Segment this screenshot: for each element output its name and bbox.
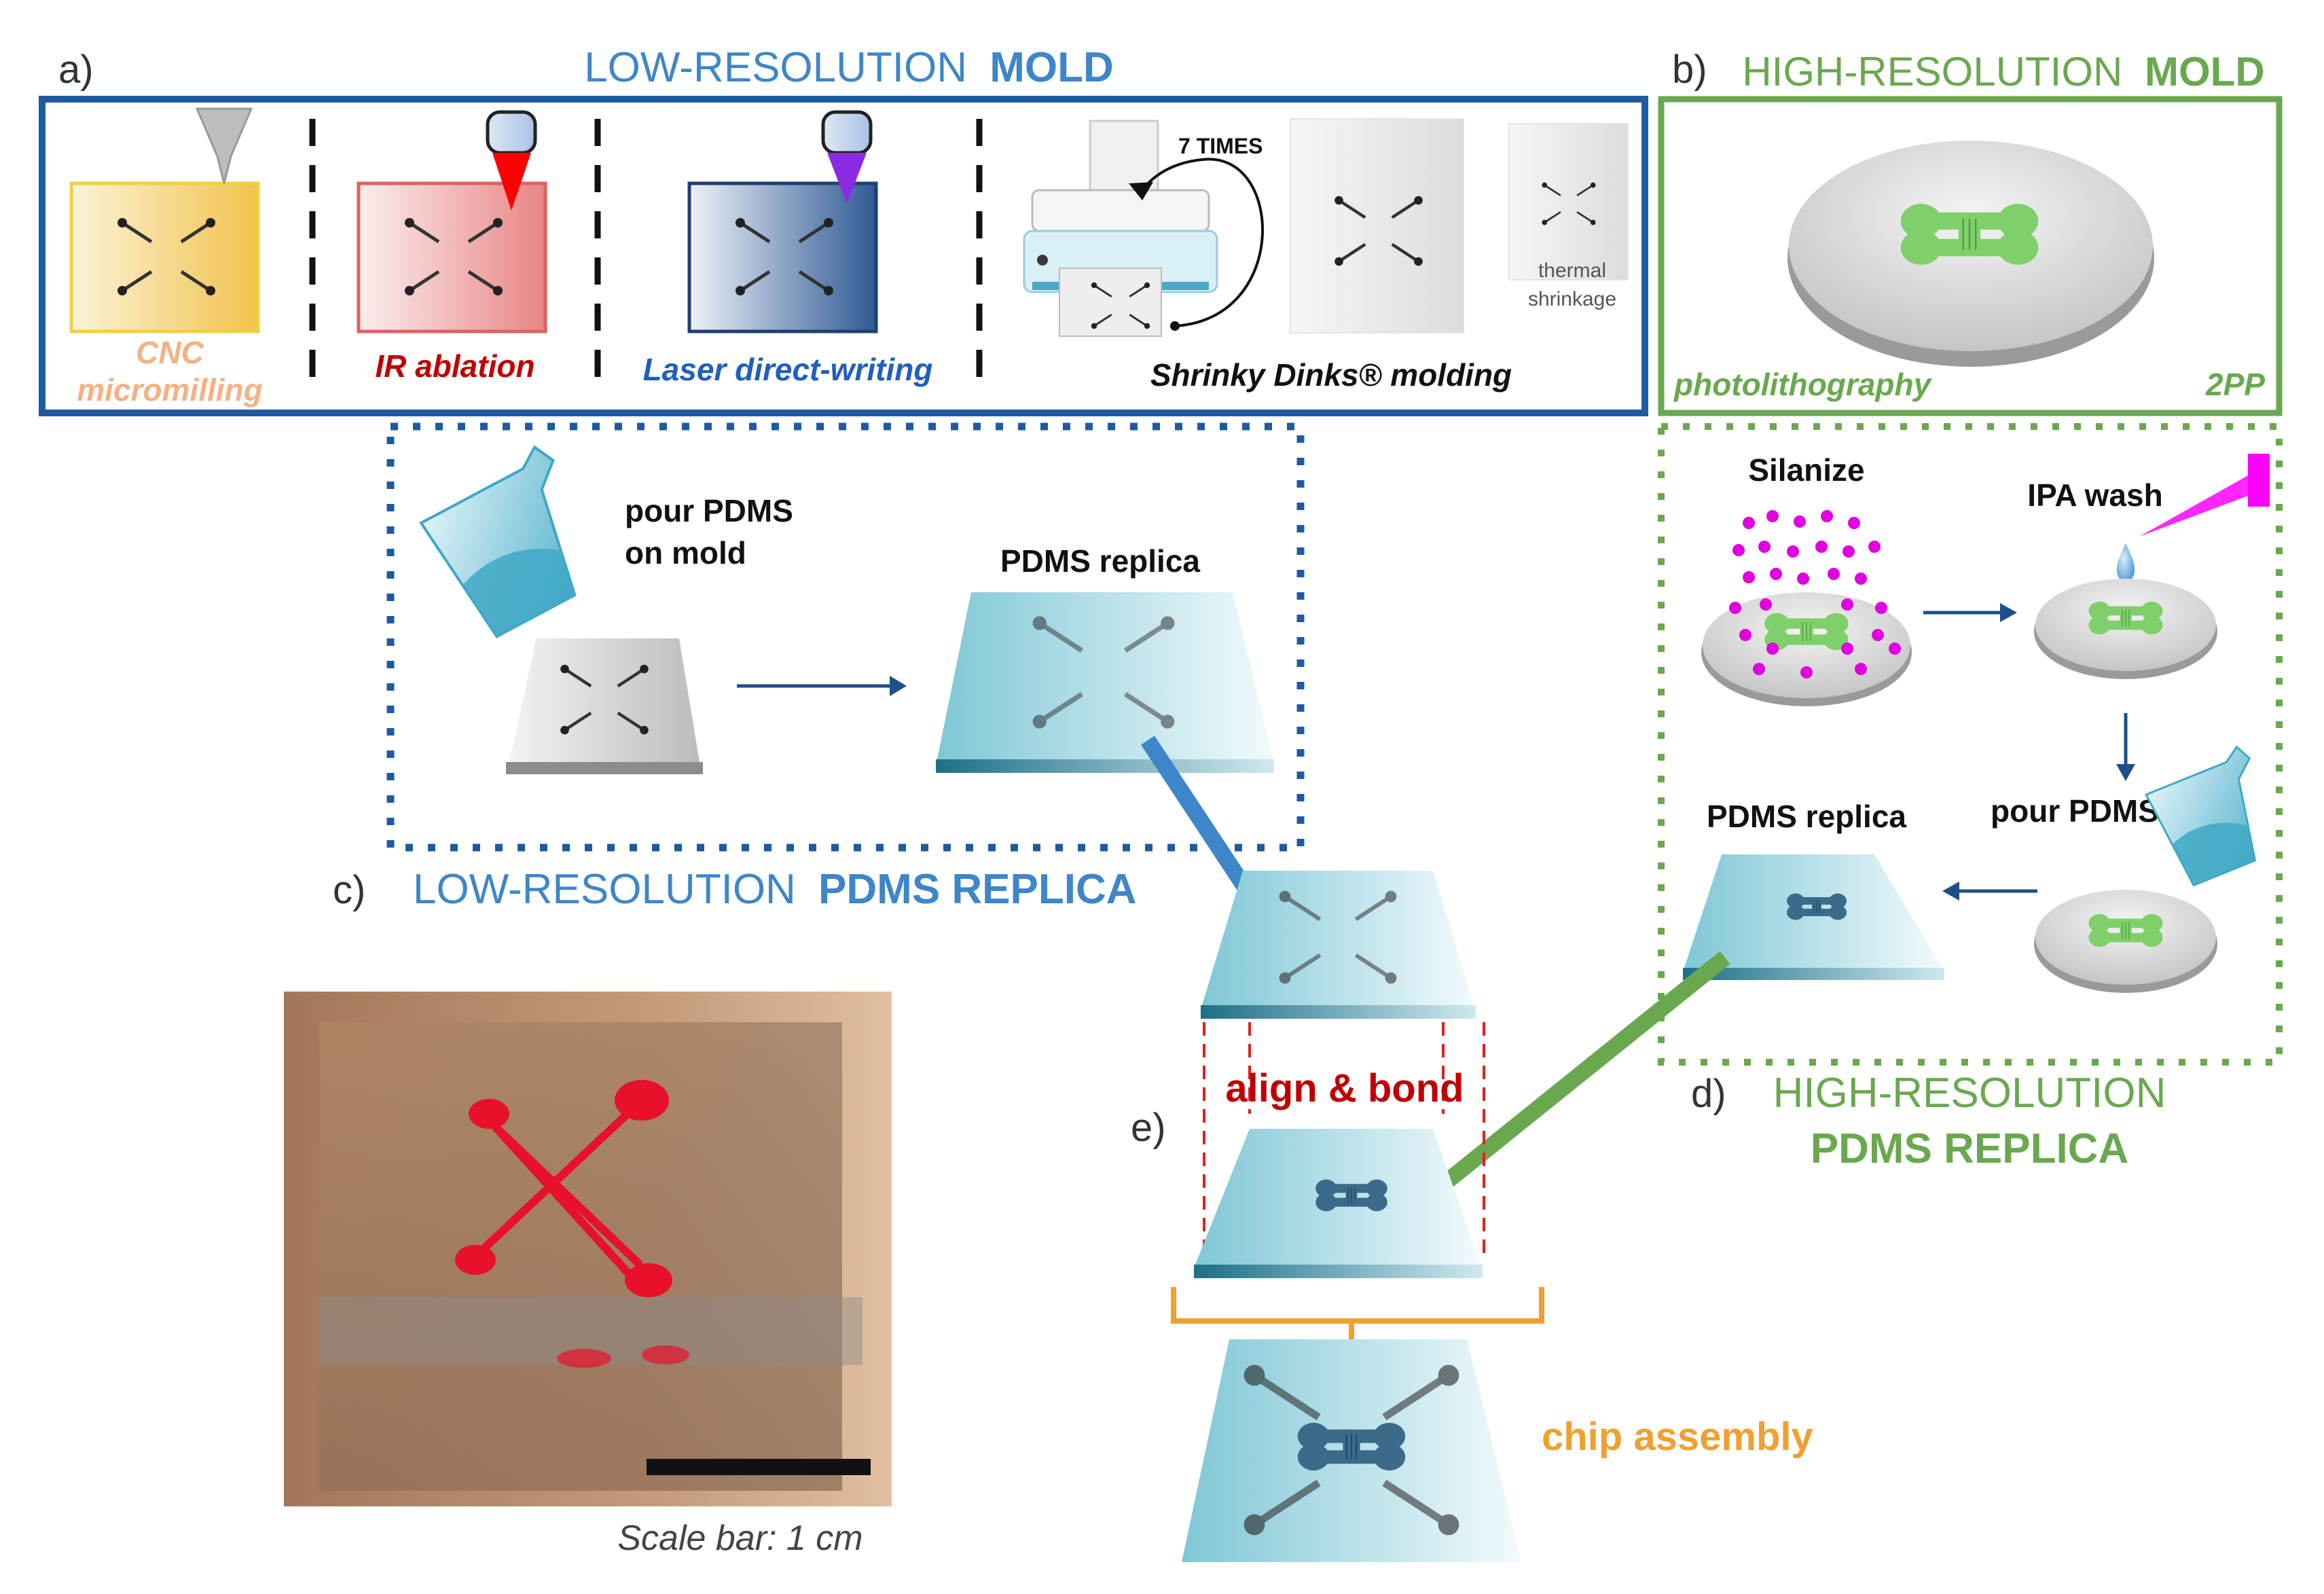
scale-bar-label: Scale bar: 1 cm	[617, 1519, 863, 1558]
panel-b-title-bold: MOLD	[2145, 49, 2265, 94]
panel-b-title: HIGH-RESOLUTION MOLD	[1742, 49, 2264, 94]
panel-b: b) HIGH-RESOLUTION MOLD photolithography…	[1658, 48, 2283, 416]
chip-assembly-label: chip assembly	[1542, 1415, 1813, 1459]
printer-icon	[1023, 120, 1218, 337]
low-res-replica	[936, 592, 1274, 773]
panel-b-letter: b)	[1672, 48, 1707, 92]
panel-c-title-bold: PDMS REPLICA	[818, 866, 1136, 913]
panel-b-frame	[1658, 96, 2283, 416]
top-replica	[1201, 871, 1476, 1019]
pour-label-line2: on mold	[625, 535, 746, 570]
ir-beam-icon	[492, 153, 531, 211]
thermal-label-line1: thermal	[1538, 259, 1606, 282]
2pp-label: 2PP	[2205, 367, 2265, 402]
panel-a-frame	[39, 96, 1648, 416]
panel-d-title-bold: PDMS REPLICA	[1811, 1125, 2128, 1172]
mill-tool-icon	[195, 107, 253, 184]
panel-a-title-light: LOW-RESOLUTION	[584, 44, 967, 91]
repeat-arrow	[1140, 158, 1264, 327]
repeat-arrowhead	[1129, 182, 1153, 200]
pour-wafer	[2034, 890, 2217, 993]
ir-nozzle-icon	[486, 110, 537, 155]
high-res-connector	[1441, 951, 1730, 1189]
flow-arrowhead	[890, 676, 907, 696]
panel-a-title: LOW-RESOLUTION MOLD	[584, 44, 1114, 91]
silanize-label: Silanize	[1748, 452, 1864, 488]
hr-replica-label: PDMS replica	[1707, 799, 1906, 834]
beaker-icon	[415, 442, 614, 642]
cnc-mold	[69, 107, 260, 333]
cnc-label-line1: CNC	[136, 335, 204, 370]
panel-d-letter: d)	[1691, 1072, 1726, 1116]
ipa-nozzle-icon	[2248, 454, 2270, 507]
panel-b-title-light: HIGH-RESOLUTION	[1742, 49, 2122, 94]
bottom-replica	[1194, 1129, 1483, 1278]
scale-bar	[647, 1459, 871, 1475]
panel-d-frame	[1658, 423, 2283, 1066]
pour-label-line1: pour PDMS	[625, 493, 793, 528]
flow-arrowhead	[1942, 882, 1959, 901]
laser-label: Laser direct-writing	[643, 352, 933, 387]
ir-label: IR ablation	[375, 348, 534, 384]
thermal-label-line2: shrinkage	[1528, 288, 1616, 310]
panel-a: a) LOW-RESOLUTION MOLD CNC micromilling …	[39, 44, 1648, 416]
panel-e: align & bond e) chip assembly	[1131, 736, 1813, 1562]
shrinky-sheet-small	[1508, 123, 1629, 280]
photolithography-label: photolithography	[1673, 367, 1933, 402]
shrinky-label: Shrinky Dinks® molding	[1150, 357, 1512, 393]
laser-mold	[687, 110, 878, 333]
flow-arrowhead	[2000, 603, 2017, 622]
seven-times-label: 7 TIMES	[1178, 134, 1263, 158]
ir-mold	[357, 110, 547, 333]
assembly-brace	[1171, 1287, 1544, 1352]
ipa-spray	[2139, 475, 2248, 537]
panel-d: Silanize IPA wash pour PDMS	[1658, 423, 2287, 1172]
cnc-label-line2: micromilling	[77, 372, 262, 407]
channel-dye	[471, 1100, 642, 1281]
panel-a-letter: a)	[58, 48, 94, 92]
alignment-guides	[1203, 1022, 1485, 1256]
panel-a-title-bold: MOLD	[989, 44, 1114, 91]
replica-label: PDMS replica	[1000, 543, 1200, 579]
pour-pdms-label: pour PDMS	[1991, 793, 2159, 829]
shrinky-sheet-large	[1290, 118, 1464, 333]
panel-c-letter: c)	[333, 868, 365, 912]
ipa-label: IPA wash	[2027, 477, 2162, 513]
wafer-mold	[1787, 141, 2154, 367]
high-res-replica	[1683, 854, 1944, 980]
panel-c-title-light: LOW-RESOLUTION	[413, 866, 796, 913]
drop-icon	[2116, 543, 2135, 583]
laser-nozzle-icon	[821, 110, 873, 155]
silane-particles	[1729, 510, 1901, 678]
panel-c-frame	[386, 422, 1305, 852]
panel-e-letter: e)	[1131, 1106, 1166, 1150]
laser-beam-icon	[827, 153, 867, 204]
panel-c-title: LOW-RESOLUTION PDMS REPLICA	[413, 866, 1137, 913]
assembled-chip	[1182, 1339, 1521, 1562]
align-bond-label: align & bond	[1225, 1066, 1464, 1110]
panel-c: pour PDMS on mold PDMS replica c) LOW-RE…	[333, 422, 1305, 913]
panel-d-title-light: HIGH-RESOLUTION	[1773, 1070, 2166, 1117]
mold-slab	[506, 638, 703, 774]
ipa-wafer	[2034, 579, 2217, 679]
beaker-icon	[2141, 743, 2287, 890]
flow-arrowhead	[2116, 764, 2135, 781]
chip-photo	[284, 992, 892, 1506]
